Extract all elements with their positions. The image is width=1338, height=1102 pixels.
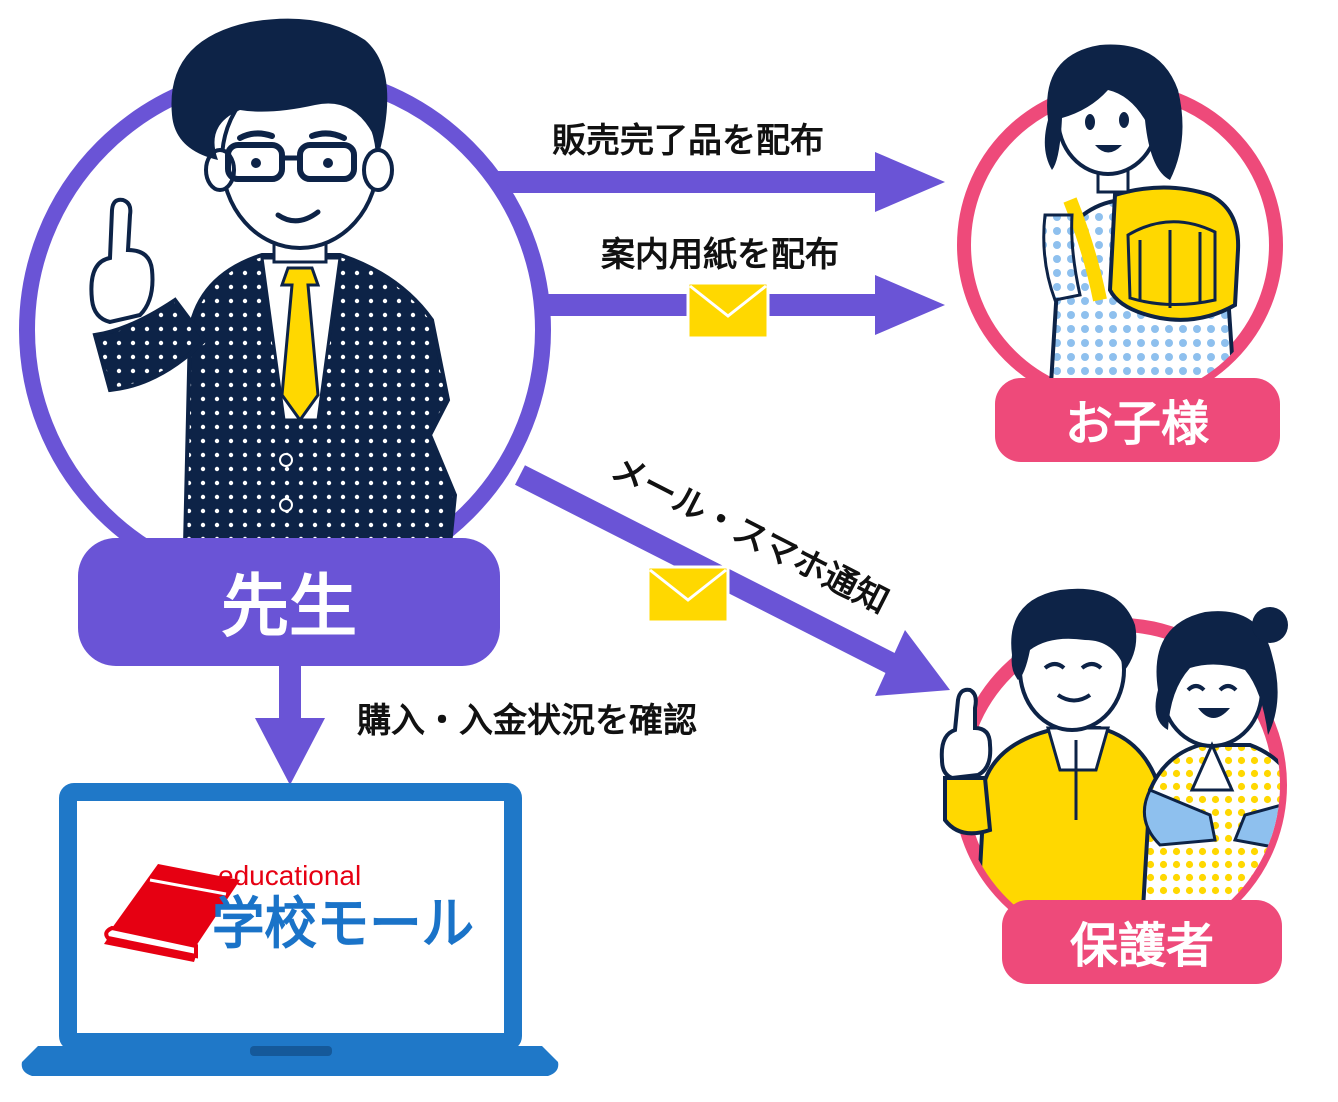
child-figure xyxy=(957,44,1283,408)
flow-label-check-status: 購入・入金状況を確認 xyxy=(357,701,697,741)
brand-tagline: educational xyxy=(218,860,361,891)
flow-label-guide-paper: 案内用紙を配布 xyxy=(601,235,839,275)
teacher-figure xyxy=(19,18,551,596)
child-label: お子様 xyxy=(1065,396,1210,452)
teacher-badge: 先生 xyxy=(78,538,500,666)
laptop-icon xyxy=(21,783,559,1076)
child-badge: お子様 xyxy=(995,378,1280,462)
book-icon xyxy=(104,864,240,962)
brand-logo: educational 学校モール xyxy=(104,860,474,962)
flow-label-sold-items: 販売完了品を配布 xyxy=(552,121,824,161)
arrow-to-child-top xyxy=(470,152,945,212)
teacher-label: 先生 xyxy=(221,568,357,647)
arrow-to-laptop xyxy=(255,655,325,785)
envelope-icon xyxy=(646,565,730,624)
guardian-badge: 保護者 xyxy=(1002,900,1282,984)
envelope-icon xyxy=(686,281,770,340)
guardian-label: 保護者 xyxy=(1070,918,1214,974)
brand-name: 学校モール xyxy=(212,892,474,957)
